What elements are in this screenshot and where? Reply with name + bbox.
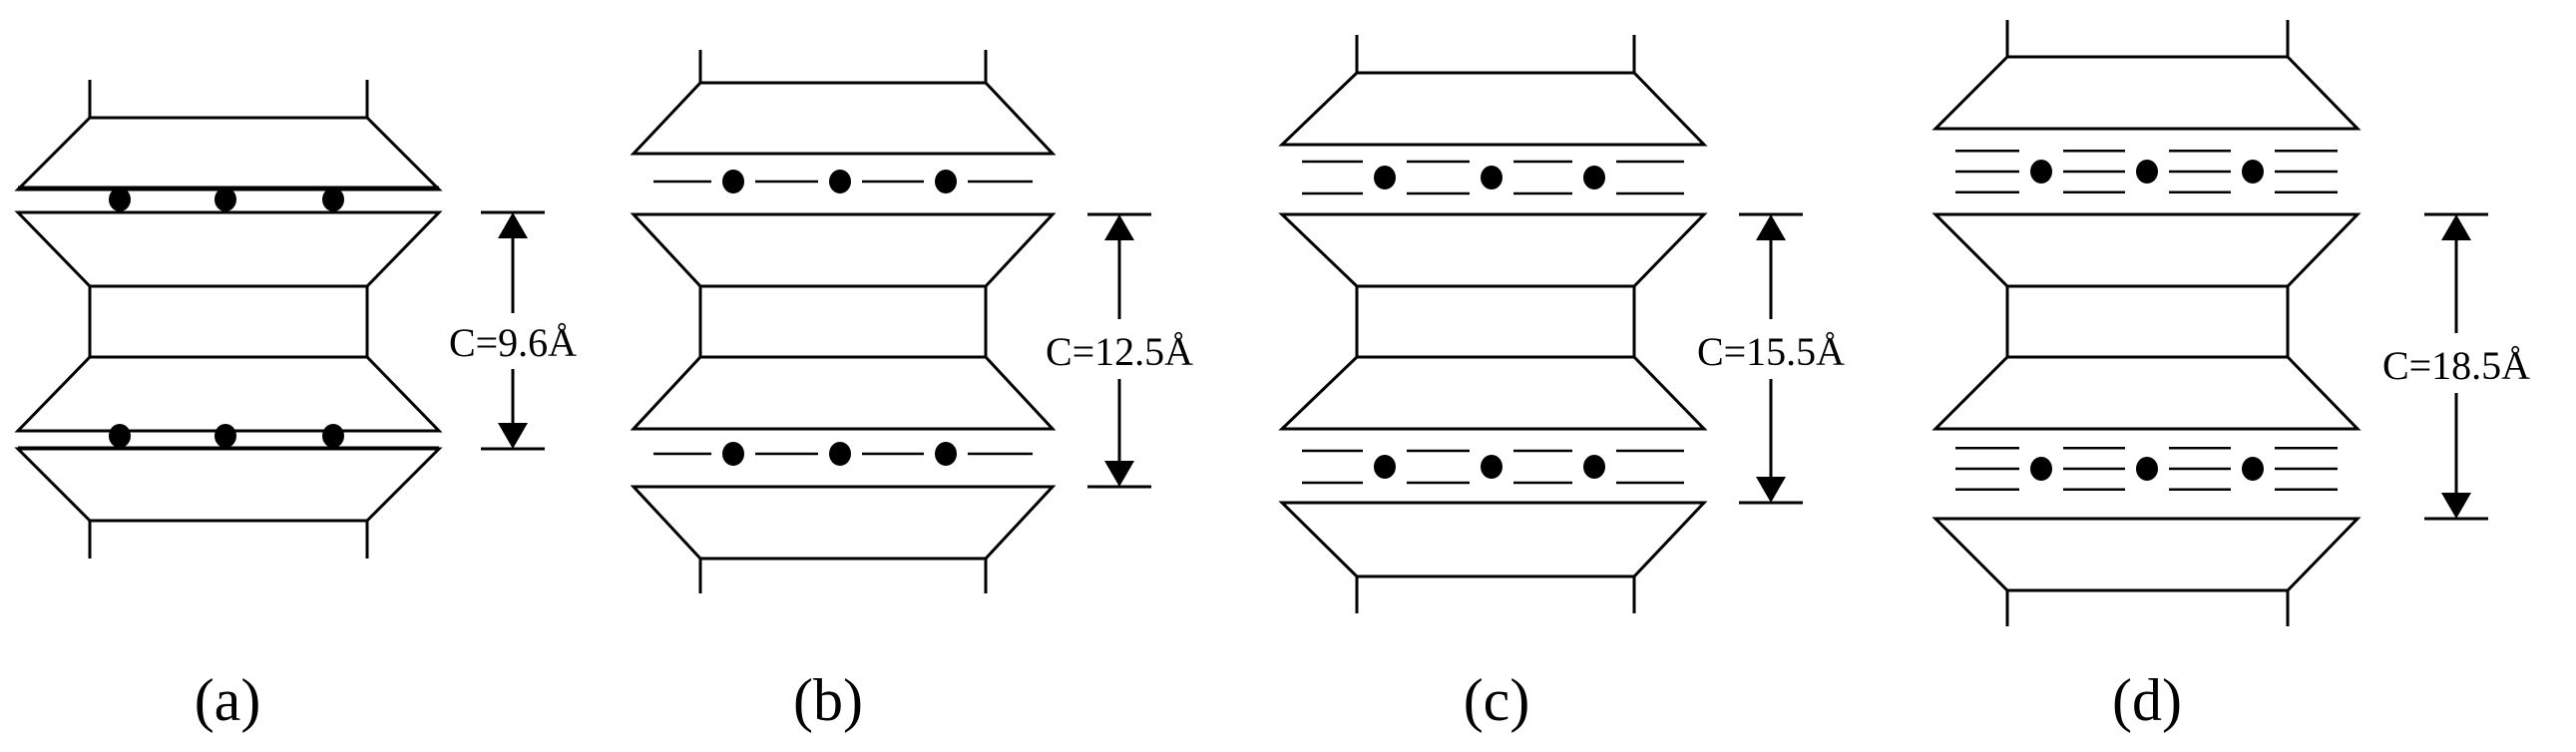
top-tetrahedral-sheet xyxy=(630,81,1057,156)
top-tetrahedral-sheet xyxy=(1932,55,2361,131)
interlayer-cation xyxy=(1481,166,1503,189)
interlayer-cation xyxy=(1583,455,1605,479)
dimension-arrowhead-down xyxy=(1756,477,1786,503)
upper-tetrahedral-sheet xyxy=(630,212,1057,288)
bottom-tetrahedral-sheet xyxy=(1932,517,2361,592)
top-tetrahedral-sheet xyxy=(14,116,443,191)
octahedral-sheet xyxy=(1355,284,1636,359)
panel-d: (d) C=18.5Å xyxy=(1932,20,2530,733)
interlayer-cation xyxy=(935,442,957,466)
panel-caption-b: (b) xyxy=(793,667,863,733)
dimension-arrowhead-up xyxy=(2441,214,2471,240)
interlayer-cation xyxy=(1374,166,1396,189)
interlayer-cation xyxy=(2030,457,2052,481)
interlayer-cation xyxy=(829,170,851,193)
interlayer-cation xyxy=(1583,166,1605,189)
dimension-arrowhead-up xyxy=(1104,214,1134,240)
upper-tetrahedral-sheet xyxy=(1932,212,2361,288)
dimension-arrowhead-down xyxy=(498,423,528,449)
interlayer-cation xyxy=(722,170,744,193)
lower-tetrahedral-sheet xyxy=(14,355,443,433)
lower-tetrahedral-sheet xyxy=(1278,355,1708,431)
panel-caption-c: (c) xyxy=(1464,667,1530,733)
interlayer-cation xyxy=(2242,160,2264,184)
interlayer-cation xyxy=(1374,455,1396,479)
panel-caption-d: (d) xyxy=(2112,667,2182,733)
octahedral-sheet xyxy=(698,284,988,359)
lower-tetrahedral-sheet xyxy=(630,355,1057,431)
interlayer-cation xyxy=(2030,160,2052,184)
upper-tetrahedral-sheet xyxy=(14,210,443,288)
bottom-tetrahedral-sheet xyxy=(14,447,443,523)
spacing-label-c: C=15.5Å xyxy=(1697,329,1845,374)
panel-c: (c) C=15.5Å xyxy=(1278,35,1845,733)
spacing-label-d: C=18.5Å xyxy=(2382,343,2530,388)
dimension-arrowhead-down xyxy=(1104,461,1134,487)
panel-caption-a: (a) xyxy=(195,667,261,733)
lower-tetrahedral-sheet xyxy=(1932,355,2361,431)
panel-a: (a) C=9.6Å xyxy=(14,80,577,733)
interlayer-cation xyxy=(109,424,131,448)
interlayer-cation xyxy=(109,188,131,211)
top-tetrahedral-sheet xyxy=(1278,71,1708,147)
interlayer-cation xyxy=(215,424,236,448)
bottom-tetrahedral-sheet xyxy=(630,485,1057,561)
upper-tetrahedral-sheet xyxy=(1278,212,1708,288)
interlayer-cation xyxy=(215,188,236,211)
dimension-arrowhead-up xyxy=(1756,214,1786,240)
interlayer-cation xyxy=(322,424,344,448)
octahedral-sheet xyxy=(88,284,369,359)
interlayer-cation xyxy=(829,442,851,466)
interlayer-cation xyxy=(322,188,344,211)
interlayer-cation xyxy=(2136,457,2158,481)
interlayer-cation xyxy=(722,442,744,466)
dimension-arrowhead-down xyxy=(2441,493,2471,519)
bottom-tetrahedral-sheet xyxy=(1278,501,1708,578)
interlayer-cation xyxy=(935,170,957,193)
spacing-label-a: C=9.6Å xyxy=(449,320,577,365)
dimension-arrowhead-up xyxy=(498,212,528,238)
interlayer-cation xyxy=(1481,455,1503,479)
interlayer-cation xyxy=(2136,160,2158,184)
interlayer-cation xyxy=(2242,457,2264,481)
octahedral-sheet xyxy=(2005,284,2290,359)
spacing-label-b: C=12.5Å xyxy=(1046,329,1193,374)
panel-b: (b) C=12.5Å xyxy=(630,50,1193,733)
